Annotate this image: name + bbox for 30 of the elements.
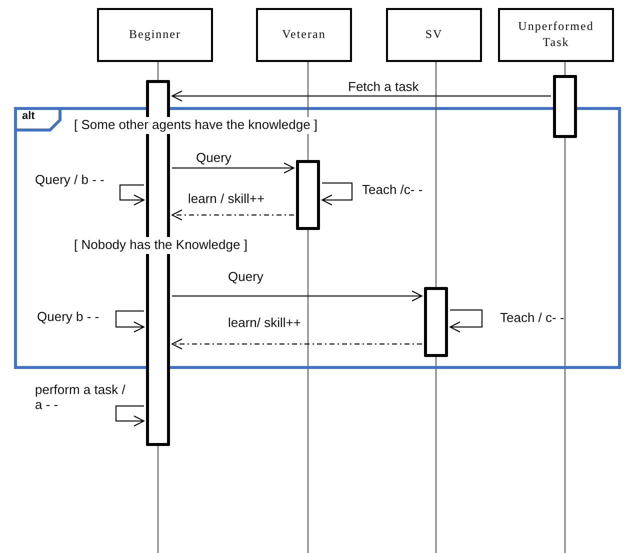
message-label: Query	[196, 151, 232, 166]
lifeline-head	[256, 8, 352, 62]
lifeline-name: Beginner	[128, 27, 182, 43]
self-message-arrow	[450, 310, 482, 332]
activation-bar	[296, 160, 320, 230]
message-label: perform a task / a - -	[35, 383, 126, 413]
lifeline-head	[498, 8, 614, 62]
message-label: Query	[228, 270, 264, 285]
lifeline-name: SV	[424, 27, 444, 43]
return-arrow	[172, 338, 422, 350]
lifeline-head	[386, 8, 482, 62]
lifeline	[564, 62, 566, 76]
activation-bar	[424, 287, 448, 357]
self-message-arrow	[322, 182, 352, 206]
lifeline-name: Unperformed Task	[517, 19, 595, 51]
message-label: Query / b - -	[35, 173, 104, 188]
message-arrow	[172, 90, 552, 102]
message-label: Query b - -	[37, 310, 100, 325]
message-arrow	[172, 162, 294, 174]
message-arrow	[172, 290, 422, 302]
return-arrow	[172, 210, 294, 220]
operator-label: alt	[22, 110, 35, 123]
self-message-arrow	[116, 310, 144, 332]
self-message-arrow	[116, 406, 144, 426]
activation-bar	[553, 75, 577, 138]
self-message-arrow	[120, 184, 144, 206]
lifeline-name: Veteran	[281, 27, 327, 43]
guard-condition: [ Some other agents have the knowledge ]	[72, 117, 320, 134]
guard-condition: [ Nobody has the Knowledge ]	[72, 237, 250, 254]
lifeline-head	[97, 8, 213, 62]
